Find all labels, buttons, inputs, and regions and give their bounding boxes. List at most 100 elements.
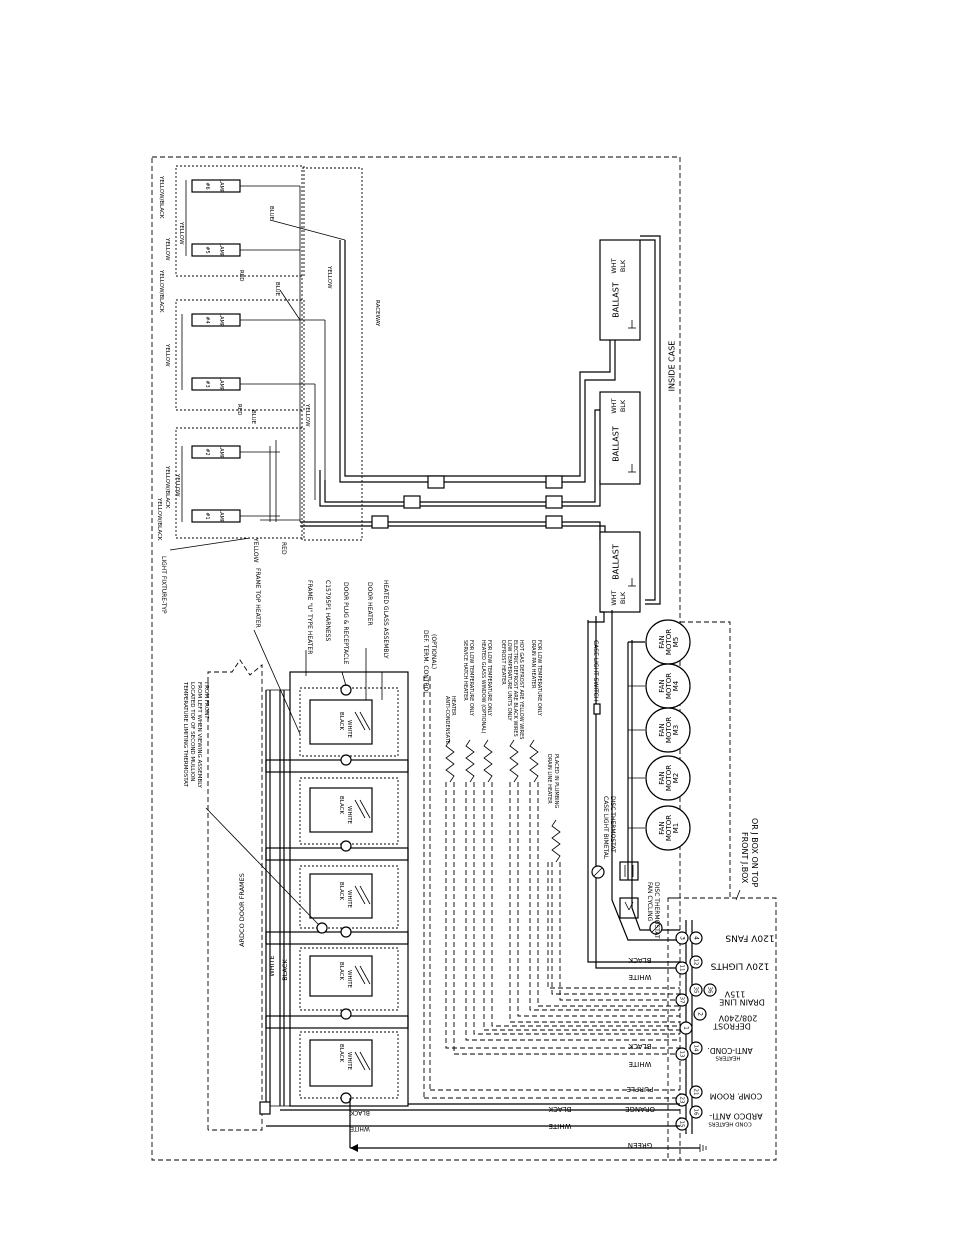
svg-text:FANMOTORM1: FANMOTORM1: [658, 815, 680, 841]
terminal-number: 21: [693, 1089, 699, 1096]
wire-label-blue: BLUE: [274, 282, 280, 297]
door-wire-black: BLACK: [338, 1044, 344, 1062]
fan-motor-id: M5: [672, 637, 680, 648]
case-boundary: [151, 156, 681, 1161]
fan-motor-4: FANMOTORM4: [645, 663, 691, 709]
door-wire-white: WHITE: [346, 890, 352, 909]
lamp-label: LAMP: [218, 313, 224, 327]
fan-motor-bus: [587, 610, 680, 969]
ballast-2: BALLAST WHT BLK: [599, 391, 641, 485]
lamp-number: #5: [204, 246, 210, 253]
fan-motor-label: FAN: [658, 723, 666, 736]
fan-cycling-thermostat: FAN CYCLING DISC THERMOSTAT: [619, 861, 663, 939]
wire-color-black: BLACK: [628, 956, 651, 964]
defrost-term-label: DEF. TERM. CONTROL: [422, 630, 429, 695]
terminal-number: 14: [693, 1045, 699, 1052]
drain-line-heater-label: DRAIN LINE HEATER: [546, 754, 552, 804]
case-light-switch: CASE LIGHT SWITCH: [592, 640, 601, 715]
feed-wires: [266, 1089, 707, 1152]
bimetal-label: CASE LIGHT BIMETAL: [602, 796, 609, 860]
terminal-number: 4: [693, 936, 700, 940]
wire-label-yellow: YELLOW: [326, 265, 332, 289]
lamp-6: LAMP #1: [191, 509, 241, 523]
callout-harness: C15795P1 HARNESS: [324, 580, 331, 641]
fixture-leader: [169, 537, 251, 551]
wire-color-black: BLACK: [548, 1105, 571, 1113]
terminal-number: 23: [679, 1097, 685, 1104]
fan-motor-label: MOTOR: [665, 815, 673, 841]
wire-color-white: WHITE: [549, 1122, 572, 1130]
fan-motor-id: M4: [672, 680, 680, 691]
terminal-number: 35: [693, 987, 699, 994]
raceway: [301, 167, 363, 541]
terminal-label-defrost: 208/240V: [718, 1014, 757, 1023]
wire-color-orange: ORANGE: [625, 1105, 655, 1113]
case-light-bimetal-thermostat: CASE LIGHT BIMETAL DISC THERMOSTAT: [591, 796, 616, 879]
drain-line-heater-label: PLACED IN PLUMBING: [553, 754, 559, 808]
lamp-number: #1: [204, 512, 210, 519]
wire-label-yellow-black: YELLOW/BLACK: [156, 497, 162, 541]
wire-label-red: RED: [238, 270, 244, 282]
ballast-blk-label: BLK: [619, 259, 627, 272]
lamp-number: #6: [204, 182, 210, 189]
wire-label-yellow-black: YELLOW/BLACK: [158, 269, 164, 313]
terminal-number: 36: [707, 987, 713, 994]
light-fixture-2: [175, 299, 305, 411]
heater-label: HEATER: [450, 696, 456, 716]
fan-motor-3: FANMOTORM3: [645, 707, 691, 753]
terminal-label-lights: 120V LIGHTS: [710, 961, 769, 971]
heater-elements: [445, 739, 680, 1055]
lamp-label: LAMP: [218, 445, 224, 459]
lamp-3: LAMP #4: [191, 313, 241, 327]
frame-wire-black: BLACK: [281, 959, 289, 981]
terminal-label-ardco: COND HEATERS: [708, 1121, 752, 1127]
ballast-wht-label: WHT: [610, 590, 618, 605]
door-wire-white: WHITE: [346, 970, 352, 989]
fan-motor-label: MOTOR: [665, 673, 673, 699]
harness-connector: [371, 515, 389, 529]
wire-label-yellow: YELLOW: [304, 403, 310, 427]
fan-motor-id: M1: [672, 823, 680, 834]
ballast-3: BALLAST WHT BLK: [599, 531, 641, 613]
callout-door-heater: DOOR HEATER: [366, 582, 373, 626]
fan-motor-label: FAN: [658, 635, 666, 648]
wire-label-blue: BLUE: [250, 410, 256, 425]
svg-text:FANMOTORM3: FANMOTORM3: [658, 717, 680, 743]
door-wire-white: WHITE: [346, 720, 352, 739]
door-1: BLACK WHITE: [299, 684, 399, 766]
svg-text:FANMOTORM2: FANMOTORM2: [658, 765, 680, 791]
harness-connector: [545, 515, 563, 529]
harness-connector: [545, 495, 563, 509]
defrost-term-control: DEF. TERM. CONTROL (OPTIONAL): [422, 630, 437, 1098]
heater-label: LOW TEMPERATURE UNITS ONLY: [506, 640, 512, 722]
inside-case-label: INSIDE CASE: [668, 341, 677, 392]
wire-label-yellow: YELLOW: [174, 473, 180, 497]
terminal-label-ardco: ARDCO ANTI-: [709, 1112, 762, 1121]
wire-color-white: WHITE: [629, 1060, 652, 1068]
jbox-boundary: [667, 621, 777, 1161]
lamp-label: LAMP: [218, 243, 224, 257]
fan-cycling-label: DISC THERMOSTAT: [653, 882, 660, 939]
terminal-label-defrost: DEFROST: [713, 1022, 751, 1031]
jbox-label: OR J BOX ON TOP: [750, 818, 759, 887]
mullion: [265, 759, 409, 773]
callout-heated-glass: HEATED GLASS ASSEMBLY: [382, 580, 389, 659]
wire-label-blue: BLUE: [268, 206, 274, 221]
fan-motor-label: FAN: [658, 821, 666, 834]
callout-door-plug: DOOR PLUG & RECEPTACLE: [342, 582, 349, 665]
callout-frame-top-heater: FRAME TOP HEATER: [254, 568, 261, 628]
door-2: BLACK WHITE: [299, 777, 399, 852]
door-wire-white: WHITE: [346, 1052, 352, 1071]
harness-connector: [427, 475, 445, 489]
terminal-number: 11: [679, 965, 685, 972]
lamp-number: #4: [204, 316, 210, 323]
fan-motor-id: M2: [672, 773, 680, 784]
wire-color-black: BLACK: [628, 1042, 651, 1050]
door-wire-black: BLACK: [338, 712, 344, 730]
heater-label: HOT GAS DEFROST ARE YELLOW WIRES: [518, 640, 524, 739]
door-frames-boundary: [207, 659, 263, 1131]
defrost-term-optional: (OPTIONAL): [430, 634, 437, 669]
lamp-5: LAMP #2: [191, 445, 241, 459]
mullion: [265, 847, 409, 861]
